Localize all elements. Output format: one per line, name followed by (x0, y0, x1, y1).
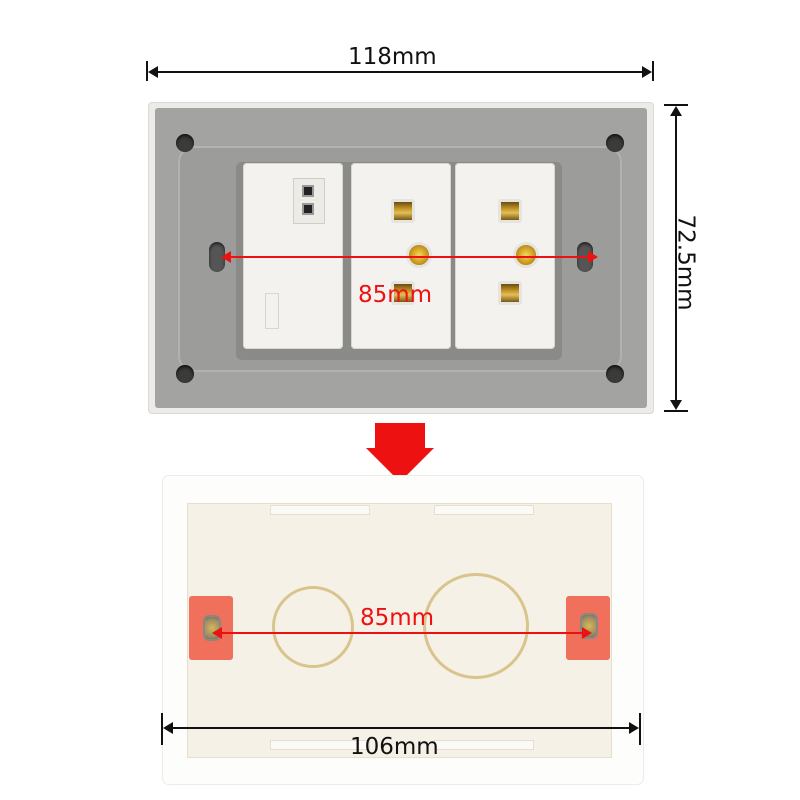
arrowhead-down-icon (670, 400, 682, 410)
height-tick-bottom (664, 410, 688, 412)
box-screw-spacing-label: 85mm (360, 605, 435, 631)
faceplate-height-label: 72.5mm (672, 214, 699, 311)
box-width-dimension-line (165, 727, 637, 729)
faceplate-spacing-line (226, 256, 594, 258)
width-dimension-line (150, 71, 650, 73)
terminal-pin-icon (391, 199, 415, 223)
faceplate-screw-spacing-label: 85mm (358, 282, 433, 308)
red-arrowhead-left-icon (221, 251, 231, 263)
knockout-left (272, 586, 354, 668)
top-rail-right (434, 505, 534, 515)
red-arrowhead-right-icon (582, 627, 592, 639)
box-width-tick-left (161, 713, 163, 745)
height-dimension-line (675, 108, 677, 408)
knockout-right (423, 573, 529, 679)
arrowhead-right-icon (642, 66, 652, 78)
arrowhead-right-icon (629, 722, 639, 734)
faceplate-width-label: 118mm (348, 44, 437, 70)
keyhole-left (209, 242, 225, 272)
red-arrowhead-right-icon (588, 251, 598, 263)
box-spacing-line (215, 632, 587, 634)
mounting-box-cavity (187, 503, 612, 758)
arrow-down-icon (375, 423, 425, 449)
corner-hole-bottom-left (176, 365, 194, 383)
terminal-slot-icon (302, 185, 314, 197)
red-arrowhead-left-icon (212, 627, 222, 639)
terminal-slot-icon (302, 203, 314, 215)
ground-screw-icon (513, 242, 539, 268)
box-width-label: 106mm (350, 734, 439, 760)
arrowhead-left-icon (148, 66, 158, 78)
bottom-rail-left (270, 740, 370, 750)
height-tick-top (664, 104, 688, 106)
box-width-tick-right (639, 713, 641, 745)
ground-screw-icon (406, 242, 432, 268)
arrowhead-up-icon (670, 106, 682, 116)
bottom-rail-right (434, 740, 534, 750)
terminal-pin-icon (498, 281, 522, 305)
label-window (265, 293, 279, 329)
corner-hole-top-right (606, 134, 624, 152)
terminal-pin-icon (498, 199, 522, 223)
corner-hole-top-left (176, 134, 194, 152)
top-rail-left (270, 505, 370, 515)
corner-hole-bottom-right (606, 365, 624, 383)
terminal-pin-icon (391, 281, 415, 305)
width-tick-right (652, 61, 654, 81)
arrowhead-left-icon (163, 722, 173, 734)
width-tick-left (146, 61, 148, 81)
